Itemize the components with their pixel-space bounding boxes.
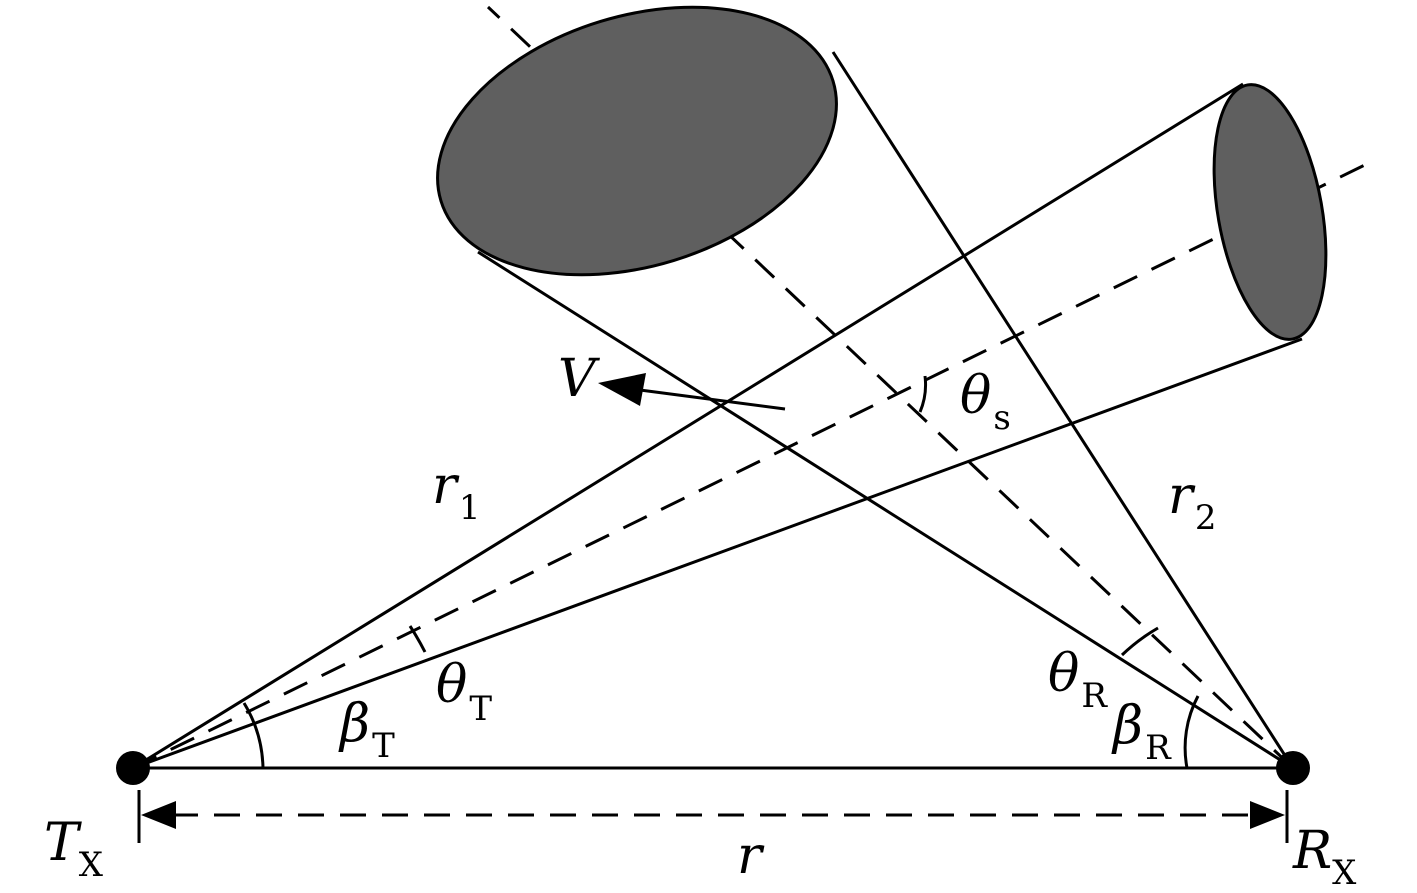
baseline-dimension — [137, 790, 1289, 843]
tx-beam-edge-lower — [132, 337, 1303, 770]
dimension-arrow-right — [1250, 801, 1285, 829]
transmitter-beam — [132, 82, 1376, 770]
label-theta-s: θs — [960, 366, 1011, 438]
rx-beam-axis — [486, 5, 1295, 770]
beta-r-arc — [1183, 695, 1200, 769]
label-v: V — [558, 349, 600, 409]
transmitter-node — [116, 751, 150, 785]
beta-t-arc — [242, 702, 265, 769]
label-beta-t: βT — [338, 694, 395, 766]
rx-beam-footprint-disk — [436, 5, 838, 277]
velocity-arrowhead — [598, 373, 646, 406]
label-tx: TX — [44, 813, 104, 885]
tx-beam-footprint-disk — [1212, 83, 1328, 341]
velocity-vector — [598, 373, 786, 411]
dimension-arrow-left — [141, 801, 176, 829]
rx-beam-edge-upper — [831, 51, 1295, 769]
theta-t-arc — [408, 625, 427, 653]
label-theta-t: θT — [436, 655, 492, 729]
label-rx: RX — [1292, 821, 1357, 893]
label-r2: r2 — [1168, 466, 1217, 538]
receiver-beam — [436, 5, 1295, 770]
label-r1: r1 — [432, 456, 481, 528]
label-theta-r: θR — [1048, 644, 1108, 716]
theta-s-arc — [918, 375, 927, 413]
rx-beam-edge-lower — [477, 250, 1294, 770]
tx-beam-edge-upper — [132, 82, 1244, 770]
receiver-node — [1276, 751, 1310, 785]
label-r: r — [737, 826, 765, 886]
velocity-shaft — [639, 388, 786, 411]
label-beta-r: βR — [1111, 696, 1172, 768]
tx-beam-axis — [132, 158, 1376, 770]
theta-r-arc — [1120, 626, 1159, 657]
